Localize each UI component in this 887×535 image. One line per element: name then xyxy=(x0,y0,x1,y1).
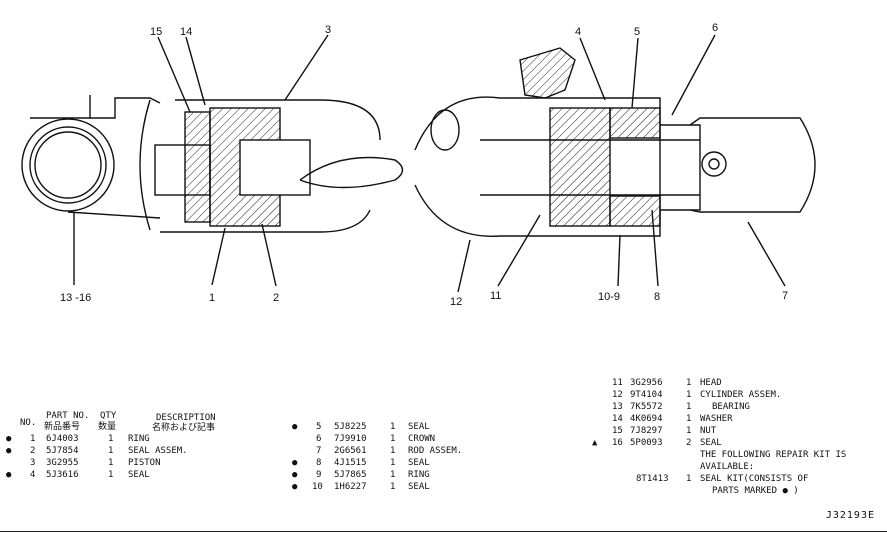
bottom-border xyxy=(0,531,887,532)
callout-12: 12 xyxy=(450,296,463,308)
callout-8: 8 xyxy=(654,291,661,303)
header-part: PART NO. xyxy=(46,411,90,421)
callout-1: 1 xyxy=(209,292,216,304)
repair-kit-note: THE FOLLOWING REPAIR KIT IS xyxy=(700,450,847,460)
callout-5: 5 xyxy=(634,26,641,38)
callout-4: 4 xyxy=(575,26,582,38)
repair-kit-note: AVAILABLE: xyxy=(700,462,755,472)
callout-11: 11 xyxy=(490,290,502,302)
callout-10-9: 10-9 xyxy=(598,291,621,303)
header-part-jp: 新品番号 xyxy=(44,422,81,432)
header-desc: DESCRIPTION xyxy=(156,413,216,423)
header-qty: QTY xyxy=(100,411,117,421)
callout-3: 3 xyxy=(325,24,332,36)
callout-13-16: 13 -16 xyxy=(60,292,92,304)
callout-7: 7 xyxy=(782,290,789,302)
header-desc-jp: 名称および記事 xyxy=(152,423,216,433)
callout-2: 2 xyxy=(273,292,280,304)
parts-table-left: NO. PART NO. 新品番号 QTY 数量 DESCRIPTION 名称お… xyxy=(4,410,264,482)
callout-15: 15 xyxy=(150,26,163,38)
hydraulic-cylinder-drawing xyxy=(21,34,816,293)
header-no: NO. xyxy=(20,418,37,428)
drawing-code: J32193E xyxy=(825,510,875,521)
callout-14: 14 xyxy=(180,26,193,38)
repair-kit-row: PARTS MARKED ● ) xyxy=(712,486,799,496)
header-qty-jp: 数量 xyxy=(98,422,117,432)
callout-6: 6 xyxy=(712,22,719,34)
